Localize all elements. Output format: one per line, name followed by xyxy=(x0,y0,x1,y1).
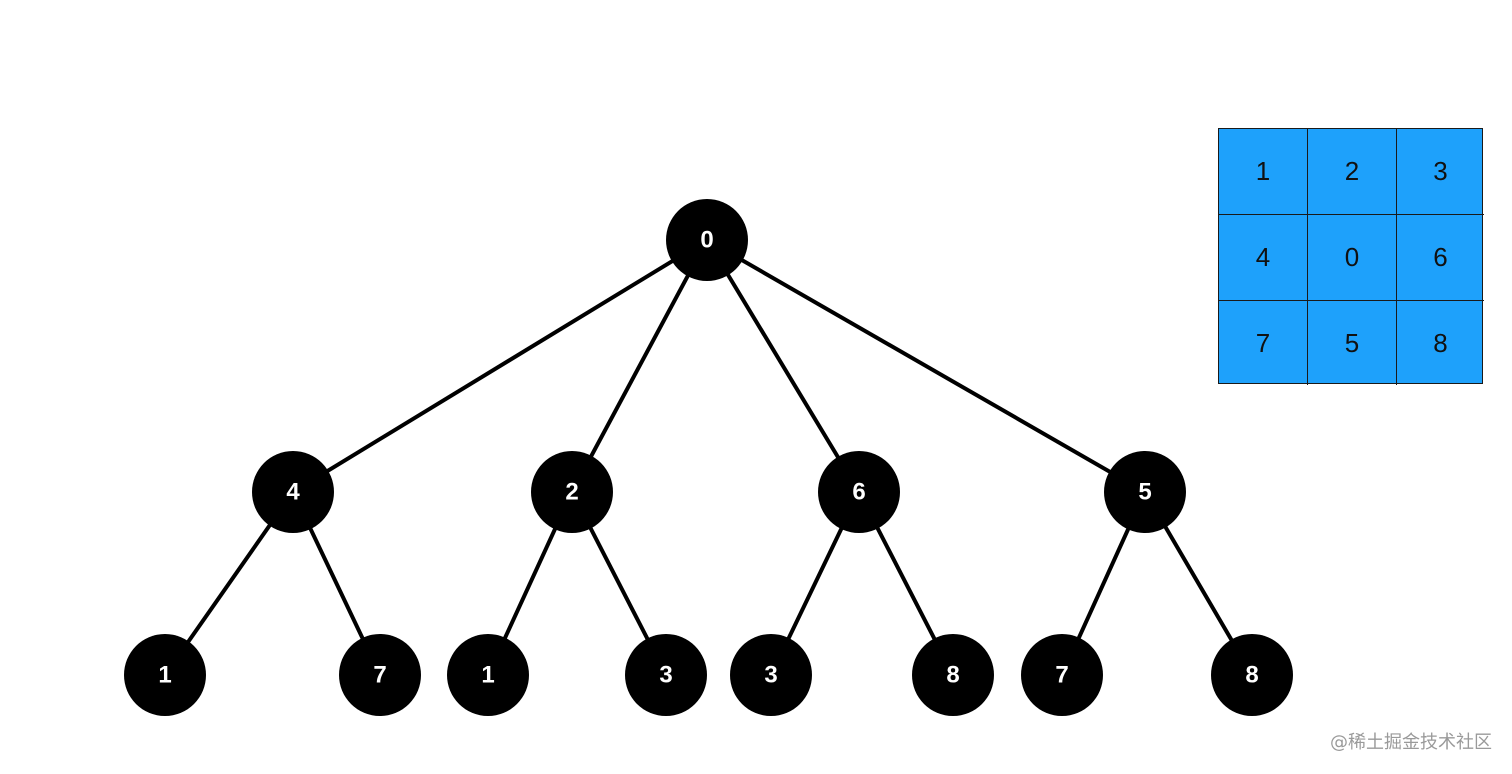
tree-node-label: 7 xyxy=(1055,661,1068,688)
tree-node-label: 4 xyxy=(286,478,300,505)
tree-node: 8 xyxy=(912,634,994,716)
tree-node-label: 3 xyxy=(764,661,777,688)
grid-cell: 6 xyxy=(1397,215,1484,301)
tree-node-label: 1 xyxy=(481,661,494,688)
tree-node-circle xyxy=(124,634,206,716)
tree-node: 0 xyxy=(666,199,748,281)
tree-node-label: 2 xyxy=(565,478,578,505)
tree-node: 3 xyxy=(625,634,707,716)
tree-node: 2 xyxy=(531,451,613,533)
tree-node: 1 xyxy=(447,634,529,716)
tree-node: 4 xyxy=(252,451,334,533)
grid-cell: 8 xyxy=(1433,327,1448,358)
tree-node-circle xyxy=(1104,451,1186,533)
tree-node-circle xyxy=(912,634,994,716)
tree-node-circle xyxy=(252,451,334,533)
tree-node: 1 xyxy=(124,634,206,716)
tree-edge xyxy=(570,239,709,493)
tree-node-circle xyxy=(625,634,707,716)
tree-node: 7 xyxy=(339,634,421,716)
tree-node-label: 7 xyxy=(373,661,386,688)
tree-node-circle xyxy=(730,634,812,716)
tree-node-circle xyxy=(531,451,613,533)
tree-node-circle xyxy=(339,634,421,716)
tree-node-circle xyxy=(666,199,748,281)
grid-cell: 5 xyxy=(1308,301,1397,385)
grid-cell: 1 xyxy=(1219,129,1308,215)
tree-edges xyxy=(163,238,1254,677)
tree-node-circle xyxy=(1211,634,1293,716)
grid-cell: 0 xyxy=(1308,215,1397,301)
tree-node-label: 5 xyxy=(1138,478,1151,505)
tree-node-label: 3 xyxy=(659,661,672,688)
tree-edge xyxy=(705,238,861,494)
tree-edge xyxy=(706,238,1146,494)
grid-cell: 7 xyxy=(1219,301,1308,385)
puzzle-grid: 1 2 3 4 0 6 7 5 8 xyxy=(1218,128,1484,385)
tree-node-circle xyxy=(447,634,529,716)
tree-node-label: 8 xyxy=(1245,661,1258,688)
grid-cell: 2 xyxy=(1308,129,1397,215)
tree-node-circle xyxy=(818,451,900,533)
tree-node: 5 xyxy=(1104,451,1186,533)
tree-node-circle xyxy=(1021,634,1103,716)
grid-cell: 3 xyxy=(1397,129,1484,215)
tree-node-label: 8 xyxy=(946,661,959,688)
tree-node: 7 xyxy=(1021,634,1103,716)
watermark: @稀土掘金技术社区 xyxy=(1330,732,1492,753)
tree-node: 8 xyxy=(1211,634,1293,716)
tree-node-label: 0 xyxy=(700,226,713,253)
tree-node-label: 1 xyxy=(158,661,171,688)
tree-node: 3 xyxy=(730,634,812,716)
grid-cell: 4 xyxy=(1219,215,1308,301)
tree-node: 6 xyxy=(818,451,900,533)
tree-node-label: 6 xyxy=(852,478,865,505)
tree-edge xyxy=(291,238,709,494)
